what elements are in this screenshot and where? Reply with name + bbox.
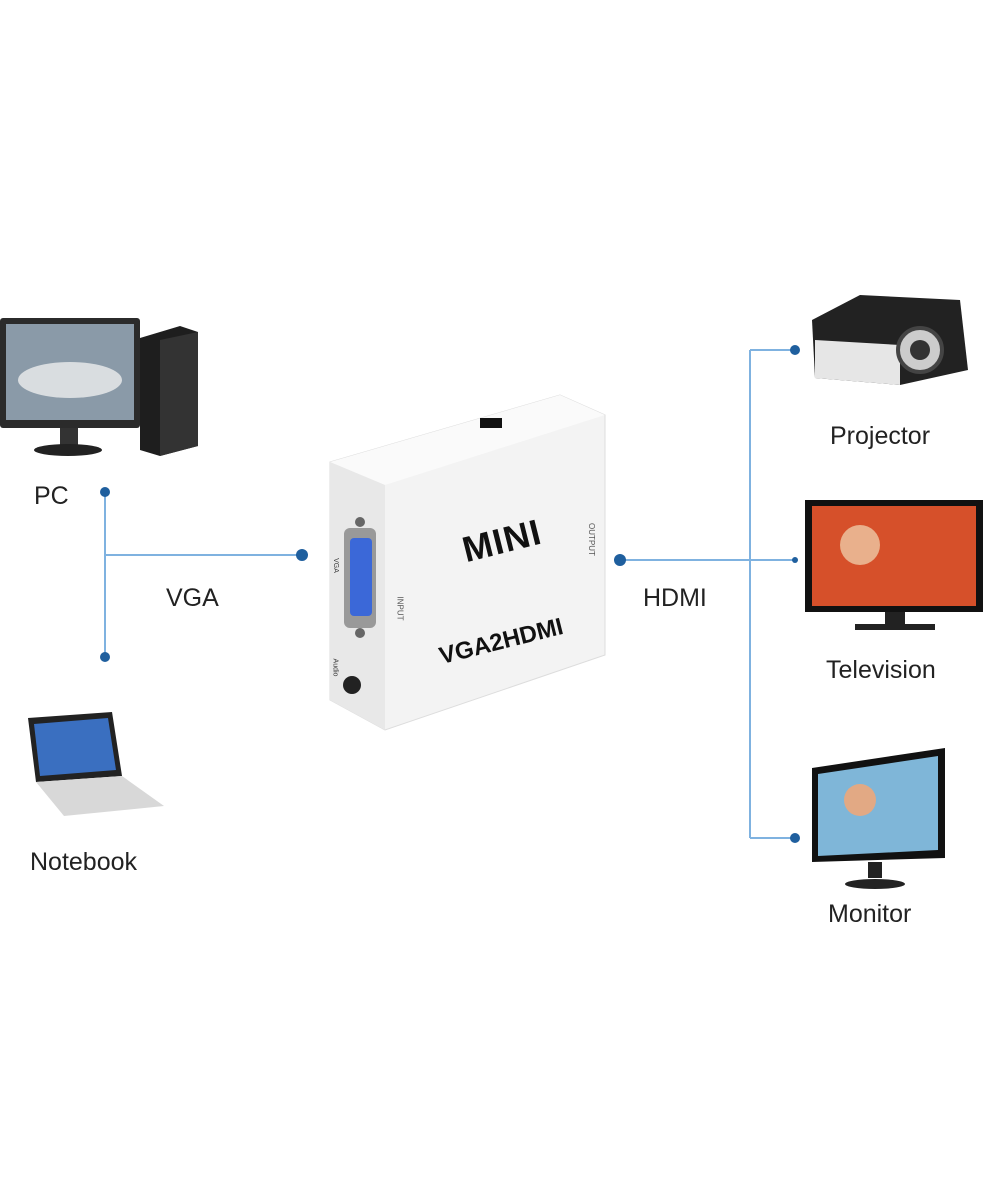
pc-image xyxy=(0,318,198,456)
notebook-image xyxy=(28,712,164,816)
projector-image xyxy=(812,295,968,385)
television-label: Television xyxy=(826,656,936,684)
device-output-label: OUTPUT xyxy=(586,523,596,556)
vga-label: VGA xyxy=(166,584,219,612)
vga-input-dot xyxy=(296,549,308,561)
projector-label: Projector xyxy=(830,422,931,450)
connector-dots xyxy=(100,345,800,843)
output-connector-lines xyxy=(620,349,795,839)
device-input-label: INPUT xyxy=(395,596,405,621)
pc-dot xyxy=(100,487,110,497)
pc-label: PC xyxy=(34,482,69,510)
vga2hdmi-converter-image xyxy=(329,394,606,731)
television-image xyxy=(805,500,983,630)
projector-dot xyxy=(790,345,800,355)
hdmi-output-dot xyxy=(614,554,626,566)
hdmi-label: HDMI xyxy=(643,584,707,612)
notebook-dot xyxy=(100,652,110,662)
monitor-image xyxy=(812,748,945,889)
device-vga-port-label: VGA xyxy=(331,558,339,573)
television-dot xyxy=(792,557,798,563)
notebook-label: Notebook xyxy=(30,848,138,876)
monitor-dot xyxy=(790,833,800,843)
input-connector-lines xyxy=(104,492,302,657)
device-audio-label: Audio xyxy=(331,658,339,677)
monitor-label: Monitor xyxy=(828,900,912,928)
